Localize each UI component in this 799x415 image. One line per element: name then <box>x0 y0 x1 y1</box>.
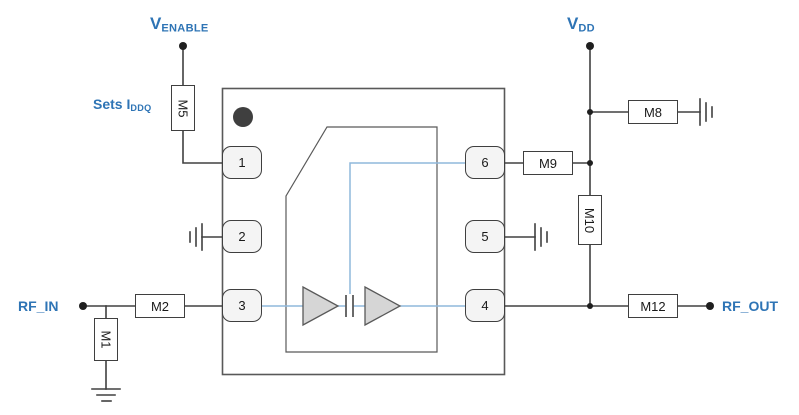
pin-2-number: 2 <box>238 229 246 244</box>
component-m10-label: M10 <box>582 207 598 233</box>
component-m2-label: M2 <box>150 298 170 314</box>
pin-2: 2 <box>222 220 262 253</box>
component-m8: M8 <box>628 100 678 124</box>
ground-icon <box>189 223 203 251</box>
label-rf-in: RF_IN <box>18 298 59 314</box>
terminal-dot <box>79 42 714 310</box>
label-sets-iddq-sub: DDQ <box>130 103 152 113</box>
label-rf-out: RF_OUT <box>722 298 778 314</box>
component-m8-label: M8 <box>643 104 663 120</box>
capacitor-icon <box>345 295 354 317</box>
component-m10: M10 <box>578 195 602 245</box>
pin1-marker-icon <box>233 107 253 127</box>
label-sets-iddq: Sets IDDQ <box>93 96 151 113</box>
component-m9: M9 <box>523 151 573 175</box>
pin-6: 6 <box>465 146 505 179</box>
label-vdd-sub: DD <box>578 22 595 35</box>
label-v-enable: VENABLE <box>150 14 209 34</box>
amplifier-icon <box>302 285 402 327</box>
label-sets-iddq-main: Sets I <box>93 96 131 112</box>
component-m12-label: M12 <box>640 298 666 314</box>
component-m12: M12 <box>628 294 678 318</box>
label-v-enable-main: V <box>150 14 162 33</box>
ground-icon <box>699 98 713 126</box>
label-vdd: VDD <box>567 14 595 34</box>
ground-icon <box>534 223 548 251</box>
pin-4: 4 <box>465 289 505 322</box>
label-v-enable-sub: ENABLE <box>161 22 209 35</box>
component-m5: M5 <box>171 85 195 131</box>
pin-6-number: 6 <box>481 155 489 170</box>
die-outline <box>285 126 438 353</box>
pin-5-number: 5 <box>481 229 489 244</box>
component-m2: M2 <box>135 294 185 318</box>
component-m1: M1 <box>94 318 118 361</box>
ground-icon <box>91 388 121 402</box>
component-m9-label: M9 <box>538 155 558 171</box>
pin-3-number: 3 <box>238 298 246 313</box>
component-m1-label: M1 <box>98 330 114 349</box>
pin-5: 5 <box>465 220 505 253</box>
component-m5-label: M5 <box>175 98 191 118</box>
signal-trace <box>262 162 465 307</box>
pin-3: 3 <box>222 289 262 322</box>
pin-4-number: 4 <box>481 298 489 313</box>
pin-1-number: 1 <box>238 155 246 170</box>
junction-dot <box>587 109 593 309</box>
pin-1: 1 <box>222 146 262 179</box>
label-vdd-main: V <box>567 14 579 33</box>
wires <box>82 45 711 390</box>
